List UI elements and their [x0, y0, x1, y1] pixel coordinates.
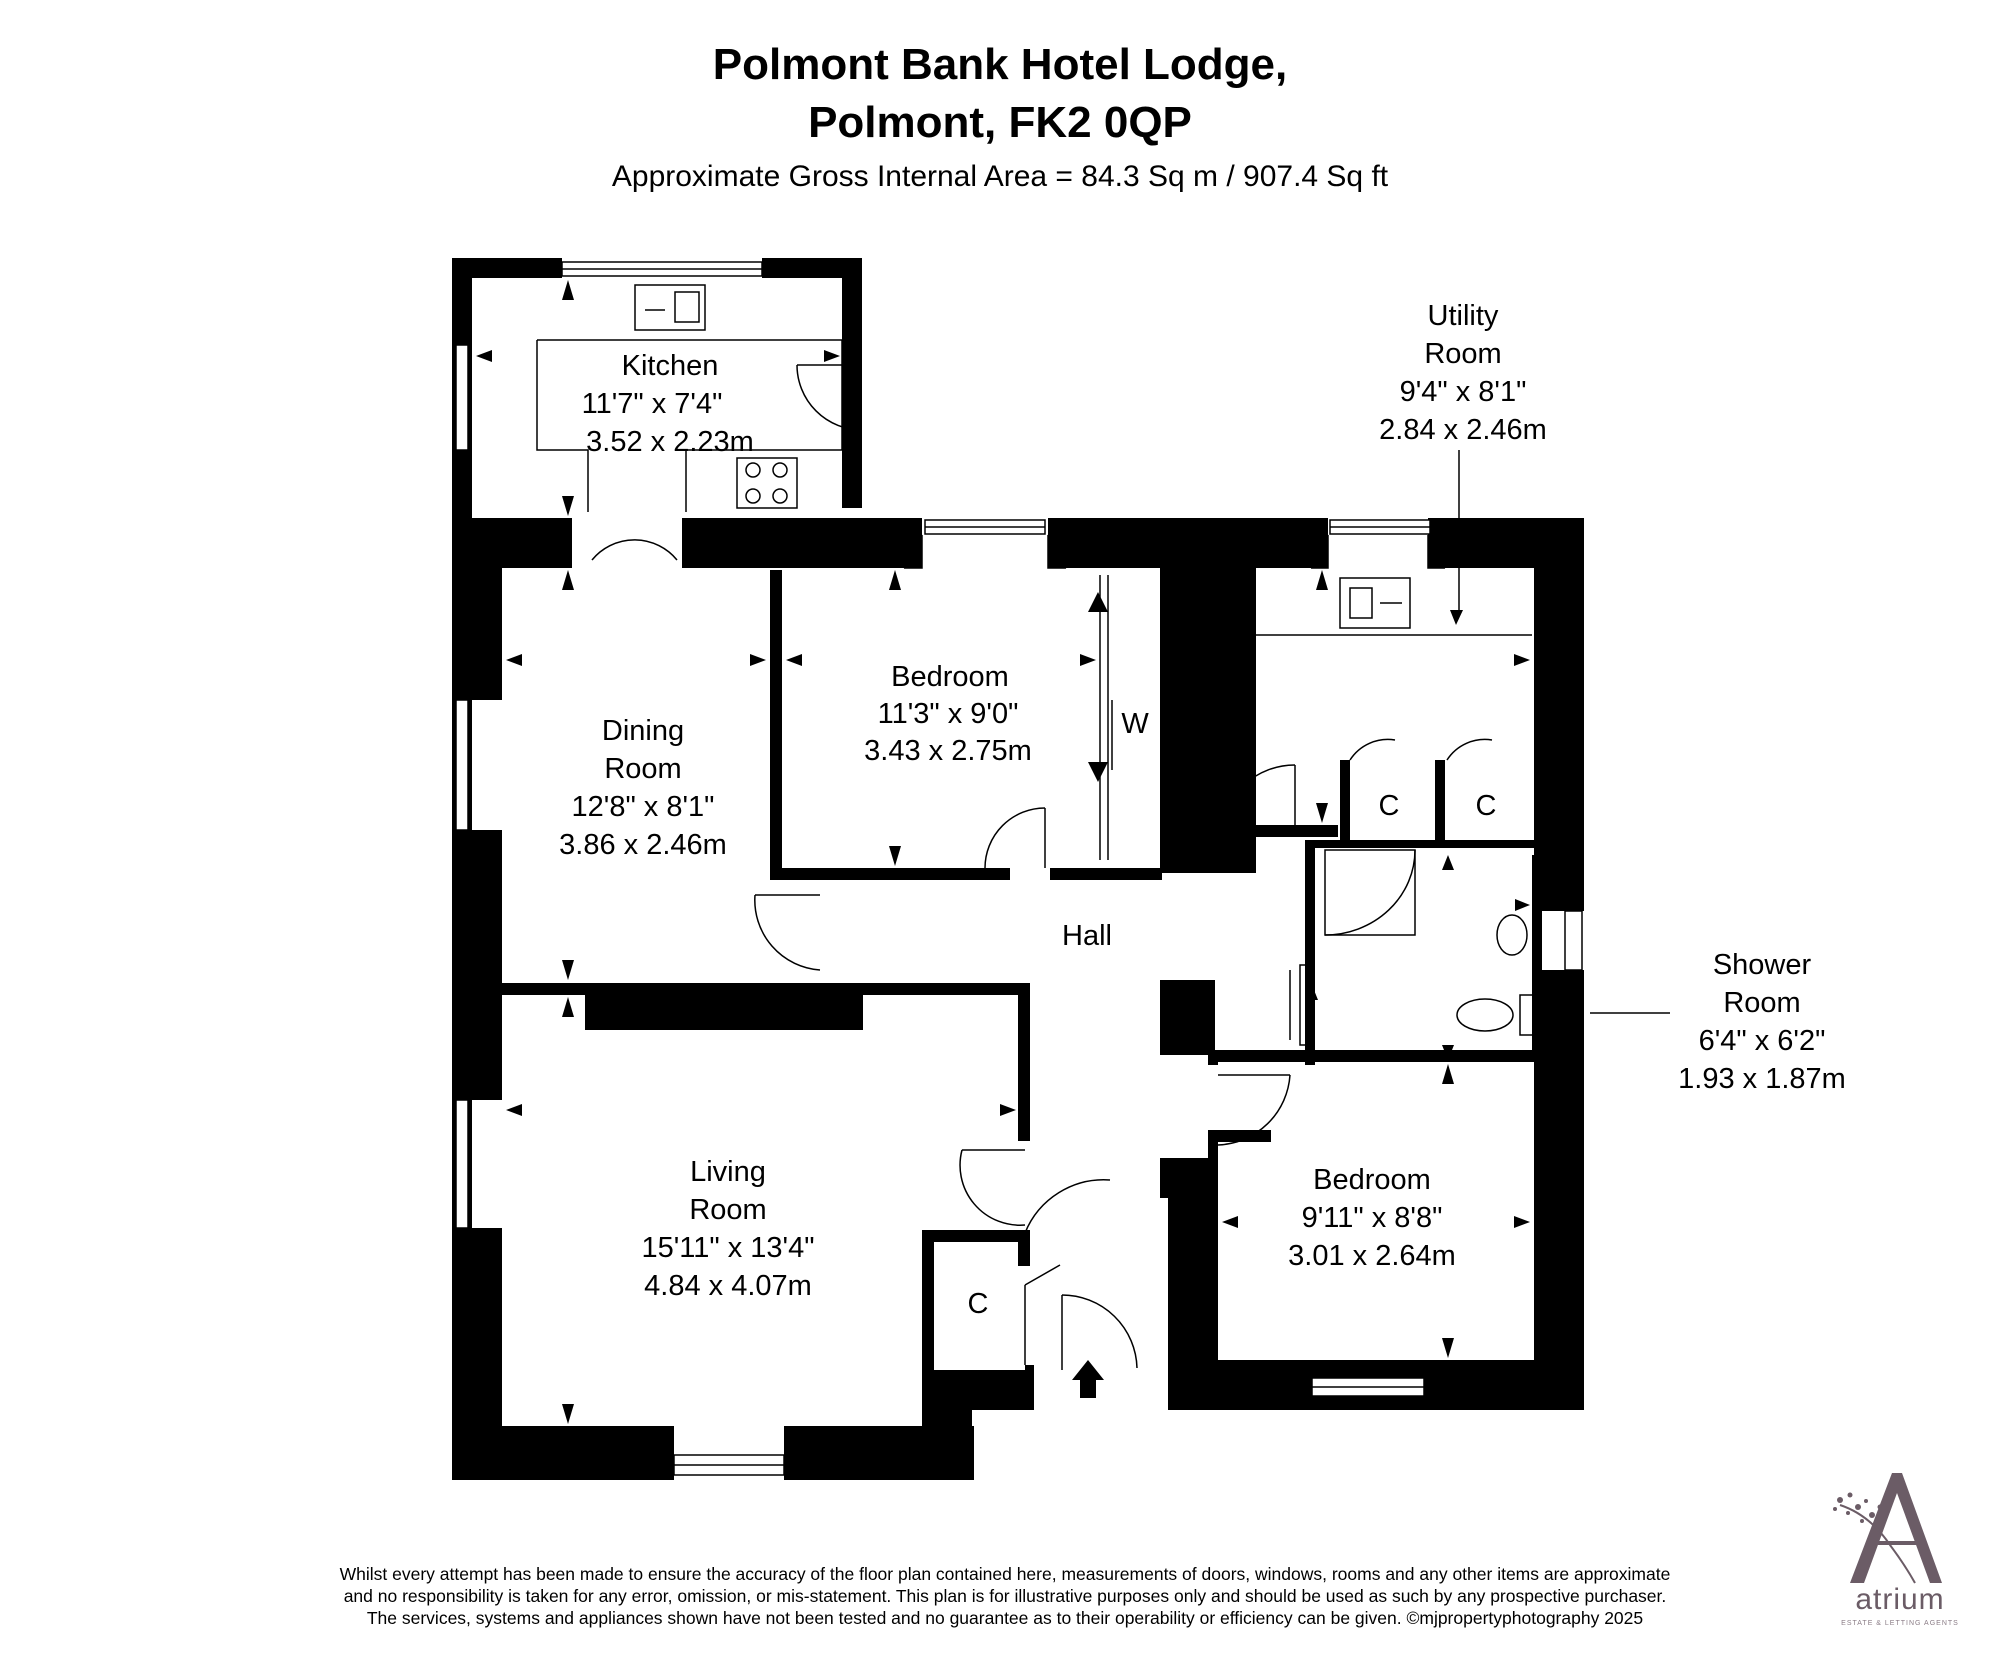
living-name-line1: Living [690, 1156, 766, 1188]
bedroom1-imperial: 11'3" x 9'0" [878, 698, 1019, 730]
disclaimer-line1: Whilst every attempt has been made to en… [339, 1564, 1671, 1584]
cupboard-label-2: C [1476, 790, 1497, 822]
bedroom1-name: Bedroom [891, 661, 1009, 693]
dining-name-line1: Dining [602, 715, 684, 747]
disclaimer-line3: The services, systems and appliances sho… [366, 1608, 1644, 1628]
dining-imperial: 12'8" x 8'1" [572, 791, 715, 823]
wardrobe-label: W [1121, 708, 1149, 740]
kitchen-name: Kitchen [622, 350, 719, 382]
utility-name-line1: Utility [1428, 300, 1499, 332]
shower-imperial: 6'4" x 6'2" [1699, 1025, 1826, 1057]
bedroom1-metric: 3.43 x 2.75m [864, 735, 1032, 767]
shower-name-line1: Shower [1713, 949, 1812, 981]
living-name-line2: Room [689, 1194, 766, 1226]
utility-name-line2: Room [1424, 338, 1501, 370]
bedroom2-imperial: 9'11" x 8'8" [1302, 1202, 1443, 1234]
kitchen-metric: 3.52 x 2.23m [586, 426, 754, 458]
hall-name: Hall [1062, 920, 1112, 952]
fixtures [455, 261, 1583, 1476]
bedroom2-name: Bedroom [1313, 1164, 1431, 1196]
atrium-logo-text: atrium [1855, 1583, 1945, 1616]
dining-name-line2: Room [604, 753, 681, 785]
utility-metric: 2.84 x 2.46m [1379, 414, 1547, 446]
plan-title-line2: Polmont, FK2 0QP [808, 98, 1192, 147]
dining-metric: 3.86 x 2.46m [559, 829, 727, 861]
disclaimer-line2: and no responsibility is taken for any e… [343, 1586, 1667, 1606]
shower-name-line2: Room [1723, 987, 1800, 1019]
atrium-logo-icon [1833, 1473, 1942, 1584]
plan-title-line1: Polmont Bank Hotel Lodge, [712, 40, 1288, 89]
cupboard-label-3: C [968, 1288, 989, 1320]
bedroom2-metric: 3.01 x 2.64m [1288, 1240, 1456, 1272]
disclaimer: Whilst every attempt has been made to en… [240, 1563, 1770, 1629]
cupboard-label-1: C [1379, 790, 1400, 822]
living-metric: 4.84 x 4.07m [644, 1270, 812, 1302]
utility-imperial: 9'4" x 8'1" [1400, 376, 1527, 408]
atrium-logo-tagline: ESTATE & LETTING AGENTS [1841, 1620, 1959, 1627]
shower-metric: 1.93 x 1.87m [1678, 1063, 1846, 1095]
kitchen-imperial: 11'7" x 7'4" [582, 388, 723, 420]
measurement-arrows [476, 280, 1530, 1424]
living-imperial: 15'11" x 13'4" [641, 1232, 814, 1264]
gross-internal-area: Approximate Gross Internal Area = 84.3 S… [611, 160, 1389, 193]
